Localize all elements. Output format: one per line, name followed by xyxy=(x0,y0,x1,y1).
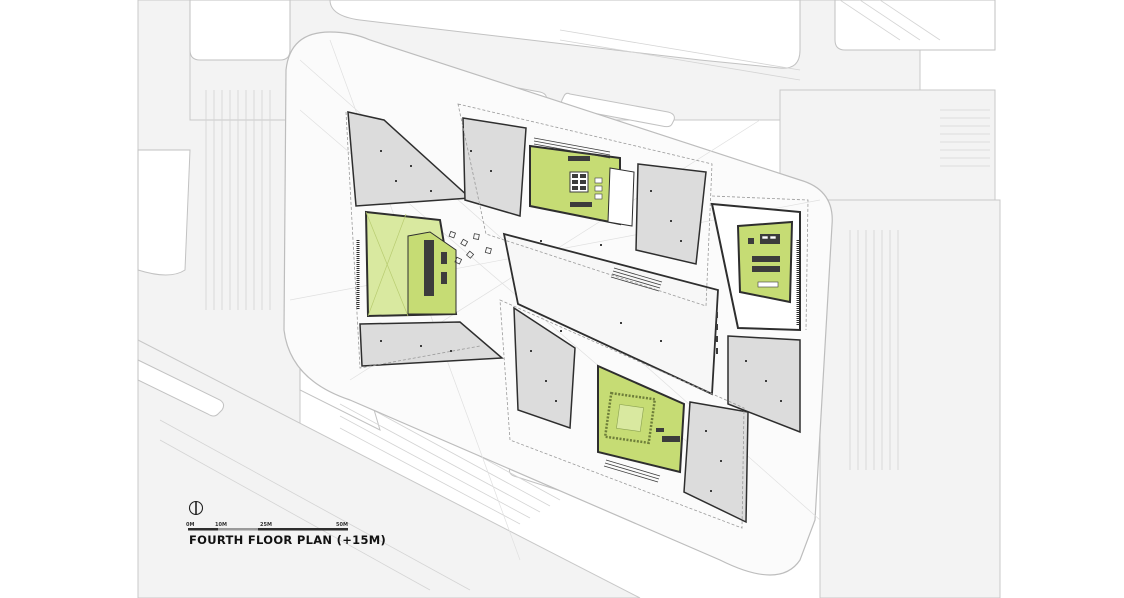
road-medians xyxy=(137,0,996,494)
void-northeast xyxy=(635,163,707,265)
lounge-seating xyxy=(448,230,492,265)
plan-title: FOURTH FLOOR PLAN (+15M) xyxy=(189,533,387,547)
void-west xyxy=(359,321,504,367)
dashed-zone-outlines xyxy=(345,103,809,529)
north-stair xyxy=(533,137,611,159)
north-arrow-icon xyxy=(188,500,204,516)
scale-label-50m: 50M xyxy=(336,522,348,528)
room-east xyxy=(710,202,801,332)
void-north xyxy=(462,117,527,217)
room-west xyxy=(356,210,458,318)
void-southwest xyxy=(513,306,576,430)
scale-label-25m: 25M xyxy=(260,522,272,528)
lane-markings xyxy=(159,0,990,591)
scale-label-10m: 10M xyxy=(215,522,227,528)
void-southeast xyxy=(683,401,749,524)
scale-bar xyxy=(188,528,348,531)
central-stair xyxy=(610,267,663,292)
room-north xyxy=(529,144,635,227)
street-southeast xyxy=(819,199,1001,598)
scale-label-0m: 0M xyxy=(186,522,195,528)
street-south xyxy=(137,339,641,598)
room-south xyxy=(597,364,686,483)
furniture-ticks xyxy=(380,150,782,492)
atrium-voids xyxy=(347,111,801,524)
